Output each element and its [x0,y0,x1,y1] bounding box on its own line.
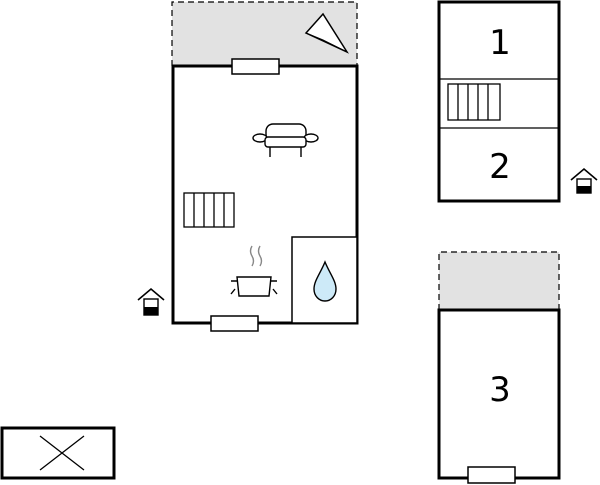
window-icon [467,466,516,484]
water-drop-icon [313,260,337,302]
sofa-icon [252,123,319,157]
room-number-3: 3 [489,370,511,410]
compass-icon [304,12,349,54]
stairs-icon [447,83,501,121]
terrace-room-3 [438,251,560,310]
window-icon [210,315,259,332]
room-number-1: 1 [489,23,511,63]
room-3 [437,308,561,480]
entrance-icon [570,167,598,194]
window-icon [231,58,280,75]
room-number-2: 2 [489,147,511,187]
entrance-icon [137,287,165,316]
divider [439,78,559,129]
stairs-icon [183,192,235,228]
cooking-pot-icon [230,245,278,297]
carport-icon [0,426,116,480]
